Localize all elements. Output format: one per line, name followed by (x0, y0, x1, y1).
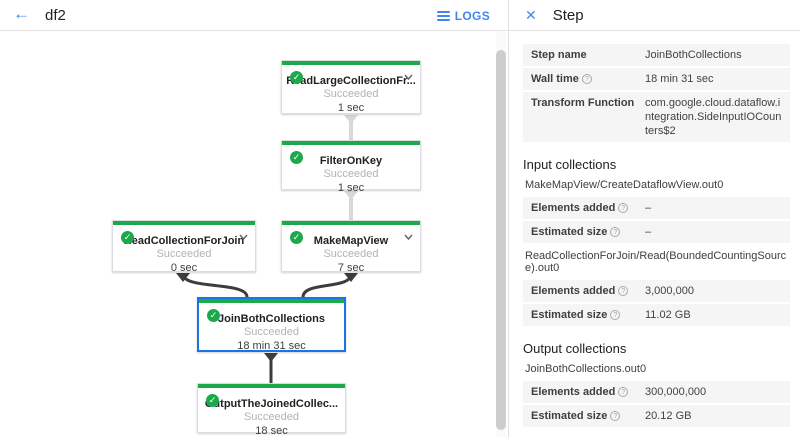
status-bar (282, 141, 420, 145)
chevron-down-icon[interactable] (404, 74, 413, 81)
elements-added-row: Elements added? – (523, 197, 790, 219)
step-name-row: Step name JoinBothCollections (523, 44, 790, 66)
graph-node-joinbothcollections-selected[interactable]: ✓ JoinBothCollections Succeeded 18 min 3… (197, 297, 346, 352)
status-bar (198, 384, 345, 388)
node-time: 0 sec (170, 262, 198, 274)
node-title: ReadLargeCollectionFr... (286, 75, 416, 87)
field-label: Elements added? (531, 385, 645, 399)
node-title: FilterOnKey (319, 155, 383, 167)
elements-added-row: Elements added? 300,000,000 (523, 381, 790, 403)
node-title: MakeMapView (313, 235, 389, 247)
step-details-panel: ✕ Step Step name JoinBothCollections Wal… (508, 0, 800, 437)
field-label: Elements added? (531, 201, 645, 215)
scrollbar-thumb[interactable] (496, 50, 506, 430)
field-label: Transform Function (531, 97, 635, 109)
help-icon[interactable]: ? (618, 286, 629, 296)
job-graph-panel: ← df2 LOGS (0, 0, 508, 437)
node-title: ReadCollectionForJoin (123, 235, 245, 247)
elements-added-row: Elements added? 3,000,000 (523, 280, 790, 302)
check-circle-icon: ✓ (121, 231, 134, 244)
collection-name: JoinBothCollections.out0 (525, 363, 647, 375)
field-label: Estimated size? (531, 225, 645, 239)
graph-node-makemapview[interactable]: ✓ MakeMapView Succeeded 7 sec (281, 220, 421, 274)
node-time: 18 min 31 sec (237, 340, 306, 352)
help-icon[interactable]: ? (610, 310, 621, 320)
chevron-down-icon[interactable] (404, 234, 413, 241)
check-circle-icon: ✓ (206, 394, 219, 407)
logs-button[interactable]: LOGS (436, 0, 490, 31)
node-status: Succeeded (243, 326, 300, 338)
check-circle-icon: ✓ (290, 231, 303, 244)
graph-node-readcollectionforjoin[interactable]: ✓ ReadCollectionForJoin Succeeded 0 sec (112, 220, 256, 274)
field-value: JoinBothCollections (645, 49, 742, 61)
graph-node-filteronkey[interactable]: ✓ FilterOnKey Succeeded 1 sec (281, 140, 421, 194)
node-time: 1 sec (337, 182, 365, 194)
node-status: Succeeded (243, 411, 300, 423)
status-bar (199, 299, 344, 303)
help-icon[interactable]: ? (581, 74, 592, 84)
status-bar (113, 221, 255, 225)
field-value: 11.02 GB (645, 309, 691, 321)
close-icon[interactable]: ✕ (525, 6, 537, 23)
panel-title: Step (552, 6, 584, 24)
field-label: Wall time? (531, 72, 645, 86)
field-value: com.google.cloud.dataflow.integration.Si… (645, 97, 782, 137)
field-label: Step name (531, 49, 587, 61)
wall-time-row: Wall time? 18 min 31 sec (523, 68, 790, 90)
field-value: 3,000,000 (645, 285, 694, 297)
node-status: Succeeded (323, 88, 379, 100)
help-icon[interactable]: ? (618, 387, 629, 397)
field-label: Estimated size? (531, 308, 645, 322)
field-label: Estimated size? (531, 409, 645, 423)
graph-edges (176, 115, 358, 383)
field-value: 20.12 GB (645, 410, 692, 422)
field-value: 300,000,000 (645, 386, 707, 398)
check-circle-icon: ✓ (290, 71, 303, 84)
help-icon[interactable]: ? (610, 411, 621, 421)
node-time: 1 sec (337, 102, 365, 114)
check-circle-icon: ✓ (290, 151, 303, 164)
field-value: – (645, 202, 652, 214)
collection-name: MakeMapView/CreateDataflowView.out0 (525, 179, 724, 191)
transform-function-row: Transform Function com.google.cloud.data… (523, 92, 790, 142)
graph-node-readlargecollection[interactable]: ✓ ReadLargeCollectionFr... Succeeded 1 s… (281, 60, 421, 114)
status-bar (282, 61, 420, 65)
node-time: 18 sec (255, 425, 288, 437)
chevron-down-icon[interactable] (239, 234, 248, 241)
check-circle-icon: ✓ (207, 309, 220, 322)
node-time: 7 sec (337, 262, 365, 274)
node-status: Succeeded (323, 168, 379, 180)
list-icon (436, 9, 450, 23)
pipeline-graph[interactable]: ✓ ReadLargeCollectionFr... Succeeded 1 s… (0, 31, 508, 437)
logs-button-label: LOGS (454, 8, 490, 23)
status-bar (282, 221, 420, 225)
output-collections-heading: Output collections (523, 341, 627, 356)
field-value: – (645, 226, 652, 238)
field-value: 18 min 31 sec (645, 73, 714, 85)
step-panel-body: Step name JoinBothCollections Wall time?… (509, 31, 800, 437)
input-collections-heading: Input collections (523, 157, 617, 172)
job-title: df2 (45, 6, 66, 24)
node-status: Succeeded (156, 248, 212, 260)
step-panel-header: ✕ Step (509, 0, 800, 31)
node-title: OutputTheJoinedCollec... (204, 398, 339, 410)
node-title: JoinBothCollections (218, 313, 325, 325)
estimated-size-row: Estimated size? 20.12 GB (523, 405, 790, 427)
graph-node-outputthejoinedcollection[interactable]: ✓ OutputTheJoinedCollec... Succeeded 18 … (197, 383, 346, 437)
estimated-size-row: Estimated size? – (523, 221, 790, 243)
node-status: Succeeded (323, 248, 379, 260)
back-arrow-icon[interactable]: ← (13, 4, 30, 23)
collection-name: ReadCollectionForJoin/Read(BoundedCounti… (525, 250, 787, 274)
field-label: Elements added? (531, 284, 645, 298)
help-icon[interactable]: ? (610, 227, 621, 237)
help-icon[interactable]: ? (618, 203, 629, 213)
job-topbar: ← df2 LOGS (0, 0, 508, 31)
estimated-size-row: Estimated size? 11.02 GB (523, 304, 790, 326)
